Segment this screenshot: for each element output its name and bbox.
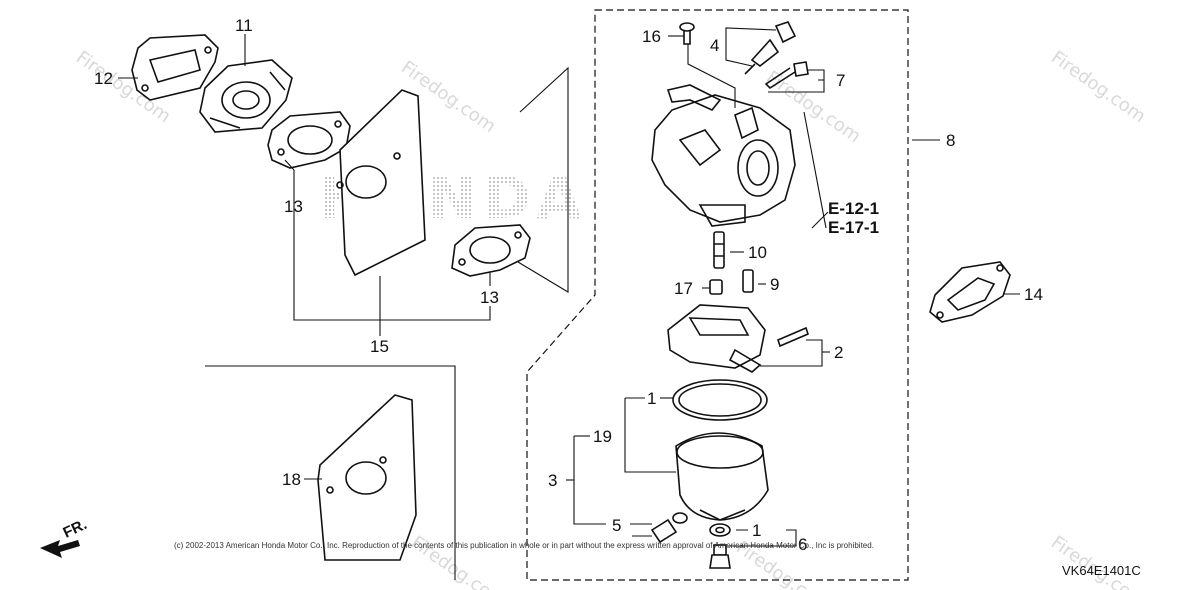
front-indicator-label: FR. [61,516,90,542]
callout-17: 17 [674,279,693,298]
callout-7: 7 [836,71,845,90]
carburetor-assembly-outline [526,9,909,581]
callout-11: 11 [235,16,253,35]
plate-18-icon [317,394,417,561]
washer-1-icon [709,523,731,537]
callout-5: 5 [612,516,621,535]
heat-shield-15-icon [336,89,426,277]
jet-17-icon [709,279,723,295]
reference-label: E-17-1 [828,218,879,237]
callout-18: 18 [282,470,301,489]
drain-bolt-6-icon [709,544,731,569]
insulator-11-icon [199,59,293,133]
leader-lines [118,27,1020,547]
callout-12: 12 [94,69,113,88]
callout-4: 4 [710,36,719,55]
jet-4-icon [744,21,797,75]
callout-labels: 12 11 13 13 15 18 14 16 4 7 8 E-12-1 E-1… [94,16,1043,554]
callout-19: 19 [593,427,612,446]
callout-15: 15 [370,337,389,356]
nozzle-10-icon [713,231,725,269]
gasket-14-icon [929,261,1011,323]
float-2-icon [667,304,809,373]
callout-1: 1 [647,389,656,408]
callout-10: 10 [748,243,767,262]
callout-13: 13 [284,197,303,216]
gasket-12-icon [131,34,219,101]
reference-label: E-12-1 [828,199,879,218]
bolt-5-icon [650,512,688,544]
carburetor-body-icon [651,84,796,227]
watermark-text: Firedog.com [1047,532,1149,590]
copyright-notice: (c) 2002-2013 American Honda Motor Co., … [174,541,874,550]
screw-16-icon [679,22,695,45]
callout-6: 6 [798,535,807,554]
gasket-13-icon [267,111,351,169]
gasket-13-lower-icon [451,224,531,277]
callout-13: 13 [480,288,499,307]
frame-line [205,365,456,580]
callout-3: 3 [548,471,557,490]
o-ring-1-icon [672,379,768,421]
callout-1: 1 [752,521,761,540]
callout-9: 9 [770,275,779,294]
screw-7-icon [764,61,809,90]
diagram-code: VK64E1401C [1062,563,1141,578]
frame-line [517,66,569,293]
float-bowl-19-icon [675,432,769,521]
callout-2: 2 [834,343,843,362]
callout-8: 8 [946,131,955,150]
jet-9-icon [742,269,754,293]
front-direction-arrow [40,540,80,558]
callout-16: 16 [642,27,661,46]
callout-14: 14 [1024,285,1043,304]
watermark-text: Firedog.com [1047,47,1149,127]
